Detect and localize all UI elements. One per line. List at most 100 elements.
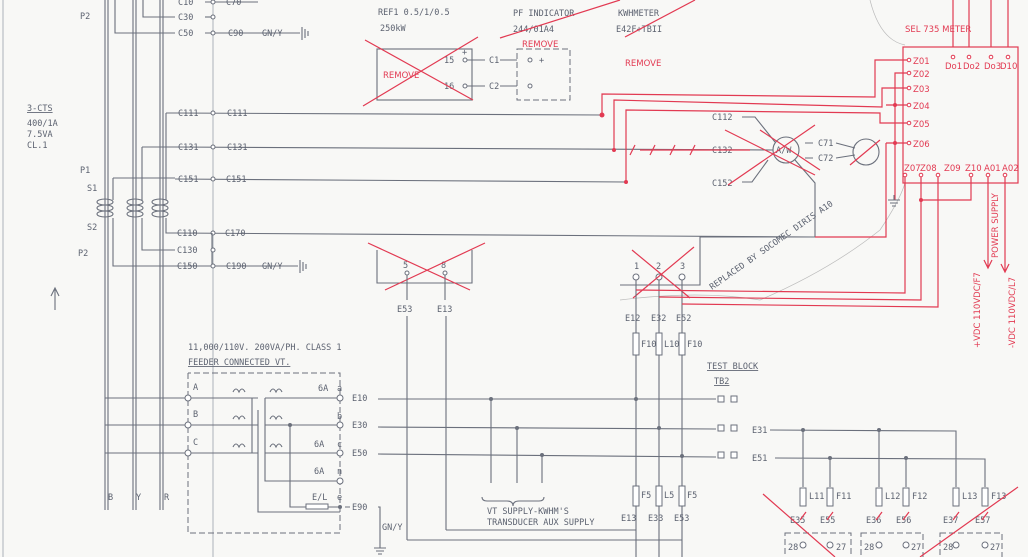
terminal-label: E90: [352, 503, 367, 513]
fuse-label: F10: [641, 340, 656, 350]
terminal-label: e: [337, 493, 342, 503]
terminal-label: 3: [680, 262, 685, 272]
outgoing-circuit-3: L13 F13 E37 E57 28 27: [939, 487, 1006, 557]
terminal-label: E36: [866, 516, 881, 526]
arrow-up-icon: [50, 286, 60, 310]
terminal-label: 2: [656, 262, 661, 272]
ct-s2: S2: [87, 223, 97, 233]
pf-code: 244/01A4: [513, 25, 554, 35]
terminal-label: Z01: [913, 57, 930, 67]
kwh-meter: KWHMETER E42F+TBII REMOVE C112 C132 C152…: [616, 0, 881, 292]
terminal-label: C131: [227, 143, 247, 153]
ct-class: CL.1: [27, 141, 47, 151]
terminal-label: E10: [352, 394, 367, 404]
vt-title: FEEDER CONNECTED VT.: [188, 358, 290, 368]
terminal-label: E56: [896, 516, 911, 526]
terminal-label: C152: [712, 179, 732, 189]
terminal-label: 28: [864, 543, 874, 553]
terminal-label: C170: [225, 229, 245, 239]
terminal-label: E12: [625, 314, 640, 324]
terminal-label: Z06: [913, 140, 930, 150]
strike-line: [499, 0, 621, 39]
terminal-label: A01: [984, 164, 1001, 174]
terminal-label: E57: [975, 516, 990, 526]
terminal-label: C112: [712, 113, 732, 123]
terminal-label: E30: [352, 421, 367, 431]
fuse-label: F5: [687, 491, 697, 501]
terminal-label: C190: [226, 262, 246, 272]
ct-ratio: 400/1A: [27, 119, 58, 129]
vt-spec: 11,000/110V. 200VA/PH. CLASS 1: [188, 343, 342, 353]
terminal-label: C131: [178, 143, 198, 153]
ct-burden: 7.5VA: [27, 130, 53, 140]
vt-supply-label: VT SUPPLY-KWHM'S: [487, 507, 569, 517]
ct-p2: P2: [78, 249, 88, 259]
remove-cross: [762, 486, 1019, 557]
terminal-label: 28: [943, 543, 953, 553]
fuse-label: 6A: [318, 384, 328, 394]
remove-note: REMOVE: [625, 59, 661, 69]
terminal-label: E51: [752, 454, 767, 464]
busbars: B Y R: [104, 0, 214, 557]
terminal-label: C110: [177, 229, 197, 239]
terminal-label: 27: [836, 543, 846, 553]
terminal-label: Do1: [945, 62, 962, 72]
terminal-label: E52: [676, 314, 691, 324]
feeder-vt: 11,000/110V. 200VA/PH. CLASS 1 FEEDER CO…: [105, 343, 402, 555]
earth-link-icon: [305, 503, 329, 510]
terminal-label: C2: [489, 82, 499, 92]
terminal-label: Z09: [944, 164, 961, 174]
earth-label: GN/Y: [262, 262, 282, 272]
negative-supply-label: -VDC 110VDC/L7: [1008, 277, 1018, 348]
remove-note: REMOVE: [383, 71, 419, 81]
terminal-label: C130: [177, 246, 197, 256]
link-label: L11: [809, 492, 824, 502]
strike-ticks: [629, 144, 696, 156]
remove-cross: [640, 124, 881, 186]
terminal-label: Do2: [963, 62, 980, 72]
terminal-label: Z03: [913, 85, 930, 95]
terminal-label: C150: [177, 262, 197, 272]
terminal-label: 1: [634, 262, 639, 272]
kwh-title: KWHMETER: [618, 9, 660, 19]
terminal-label: 15: [444, 56, 454, 66]
terminal-label: A02: [1002, 164, 1019, 174]
terminal-label: E13: [437, 305, 452, 315]
ct-s1: S1: [87, 184, 97, 194]
sel-735-meter: SEL 735 METER Z01 Z02 Z03 Z04 Z05 Z06 Z0…: [902, 25, 1019, 348]
terminal-label: E50: [352, 449, 367, 459]
terminal-label: c: [337, 440, 342, 450]
fuse-label: 6A: [314, 467, 324, 477]
pf-indicator: PF INDICATOR 244/01A4 + REMOVE: [499, 0, 621, 101]
busbar-r: R: [164, 493, 170, 503]
link-label: L12: [885, 492, 900, 502]
terminal-label: 27: [990, 543, 1000, 553]
plus-sign: +: [462, 48, 467, 58]
terminal-label: Do3: [984, 62, 1001, 72]
fuse-label: F10: [687, 340, 702, 350]
terminal-label: a: [337, 384, 342, 394]
vt-bus: VT SUPPLY-KWHM'S TRANSDUCER AUX SUPPLY: [377, 397, 717, 528]
aw-label: A/W: [776, 146, 792, 156]
strike-ticks: [799, 511, 989, 521]
test-block: TEST BLOCK TB2 E31 E51: [707, 362, 986, 487]
terminal-label: 27: [911, 543, 921, 553]
outgoing-circuit-2: L12 F12 E36 E56 28 27: [860, 487, 927, 557]
ct-coils-icon: [96, 0, 175, 267]
terminal-label: E35: [790, 516, 805, 526]
terminal-label: E37: [943, 516, 958, 526]
terminal-label: Z02: [913, 70, 930, 80]
ct-p1: P1: [80, 166, 90, 176]
terminal-label: C10: [178, 0, 193, 8]
sel-bottom-terminals: Z07 Z08 Z09 Z10 A01 A02: [902, 164, 1019, 178]
vt-supply-label: TRANSDUCER AUX SUPPLY: [487, 518, 594, 528]
terminal-label: b: [337, 412, 342, 422]
fuse-label: F11: [836, 492, 851, 502]
terminal-label: C151: [226, 175, 246, 185]
terminal-label: E13: [621, 514, 636, 524]
positive-supply-label: +VDC 110VDC/F7: [973, 272, 983, 348]
terminal-label: E31: [752, 426, 767, 436]
sel-title: SEL 735 METER: [905, 25, 971, 35]
